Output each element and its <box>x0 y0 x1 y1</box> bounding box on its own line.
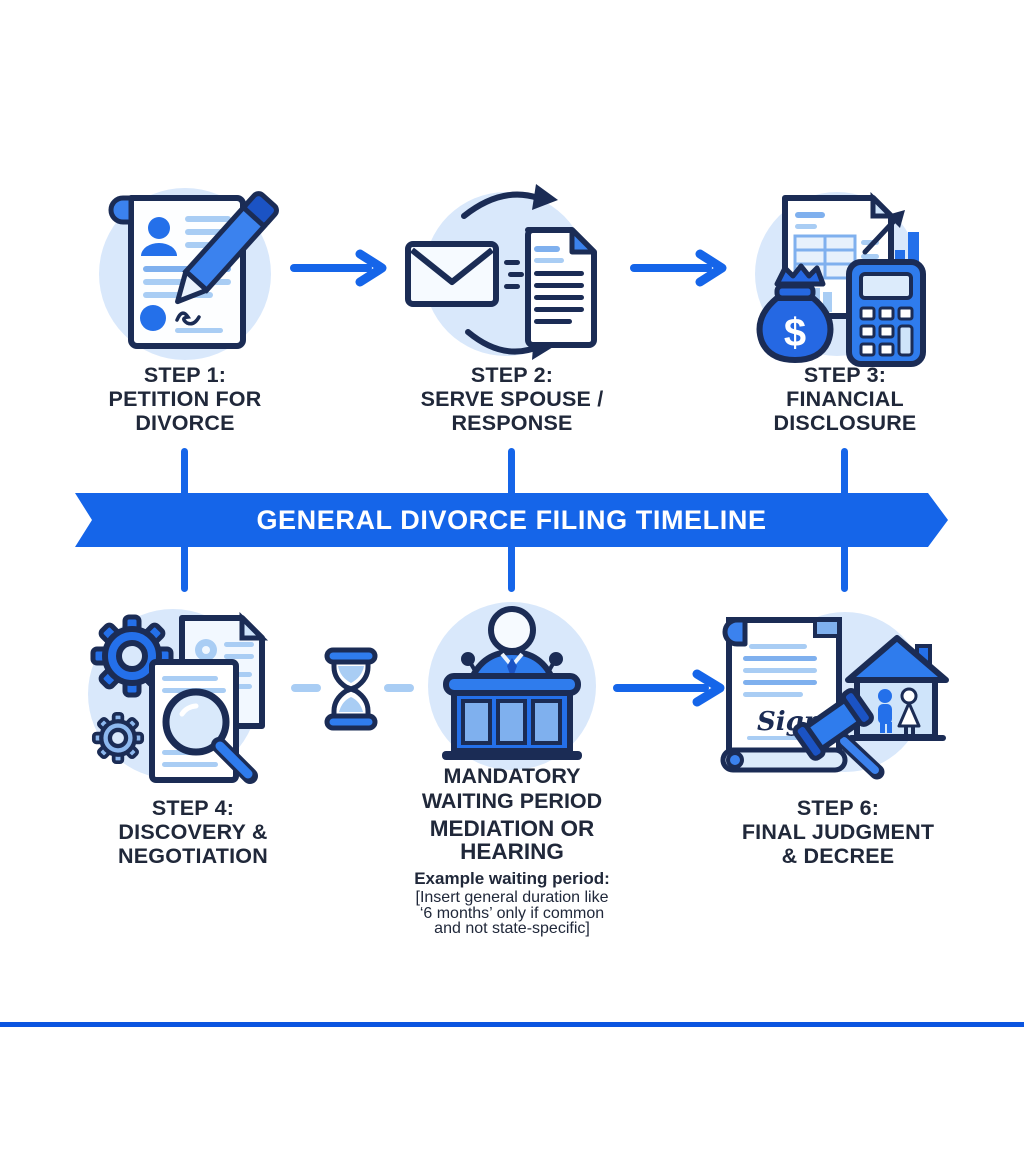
step-6-line: & DECREE <box>781 844 895 868</box>
waiting-sub-line: MEDIATION OR <box>429 816 595 841</box>
step-4-label: STEP 4: DISCOVERY & NEGOTIATION <box>93 796 293 868</box>
petition-document-pen-icon <box>85 172 285 377</box>
example-note-line: and not state-specific] <box>434 920 590 937</box>
mandatory-waiting-period-label: MANDATORY WAITING PERIOD <box>382 764 642 814</box>
step-1-line: STEP 1: <box>143 363 227 387</box>
example-waiting-period-label: Example waiting period: <box>414 869 610 888</box>
waiting-head-line: WAITING PERIOD <box>421 789 603 813</box>
example-waiting-period-note: [Insert general duration like ‘6 months’… <box>372 890 652 937</box>
flow-arrow-icon <box>288 246 388 295</box>
money-bag-calculator-chart-icon: $ <box>733 174 933 379</box>
hourglass-icon <box>322 646 380 737</box>
step-4-line: DISCOVERY & <box>118 820 268 844</box>
waiting-head-line: MANDATORY <box>443 764 581 788</box>
example-note-line: ‘6 months’ only if common <box>419 904 605 922</box>
divider-line <box>0 1022 1024 1027</box>
flow-arrow-icon <box>628 246 728 295</box>
gears-magnifier-documents-icon <box>78 594 278 799</box>
step-2-label: STEP 2: SERVE SPOUSE / RESPONSE <box>397 363 627 435</box>
step-2-line: STEP 2: <box>470 363 554 387</box>
step-3-label: STEP 3: FINANCIAL DISCLOSURE <box>735 363 955 435</box>
svg-text:$: $ <box>784 311 806 355</box>
waiting-dash <box>384 684 414 692</box>
step-1-line: DIVORCE <box>135 411 235 435</box>
step-4-line: NEGOTIATION <box>118 844 268 868</box>
decree-scroll-gavel-house-icon: Sign <box>715 592 955 797</box>
timeline-banner-label: GENERAL DIVORCE FILING TIMELINE <box>256 504 767 535</box>
step-4-line: STEP 4: <box>151 796 235 820</box>
flow-arrow-icon <box>612 666 727 715</box>
judge-at-bench-icon <box>412 590 612 795</box>
step-1-line: PETITION FOR <box>108 387 262 411</box>
step-2-line: RESPONSE <box>451 411 573 435</box>
waiting-sub-line: HEARING <box>460 839 564 864</box>
step-1-label: STEP 1: PETITION FOR DIVORCE <box>85 363 285 435</box>
step-3-line: STEP 3: <box>803 363 887 387</box>
mediation-or-hearing-label: MEDIATION OR HEARING <box>382 817 642 863</box>
step-6-line: STEP 6: <box>796 796 880 820</box>
example-note-line: [Insert general duration like <box>415 889 609 906</box>
timeline-banner: GENERAL DIVORCE FILING TIMELINE <box>75 493 948 547</box>
step-3-line: DISCLOSURE <box>773 411 917 435</box>
step-6-label: STEP 6: FINAL JUDGMENT & DECREE <box>718 796 958 868</box>
waiting-dash <box>291 684 321 692</box>
serve-envelope-documents-icon <box>402 174 602 379</box>
step-3-line: FINANCIAL <box>786 387 904 411</box>
step-6-line: FINAL JUDGMENT <box>741 820 935 844</box>
step-2-line: SERVE SPOUSE / <box>420 387 604 411</box>
